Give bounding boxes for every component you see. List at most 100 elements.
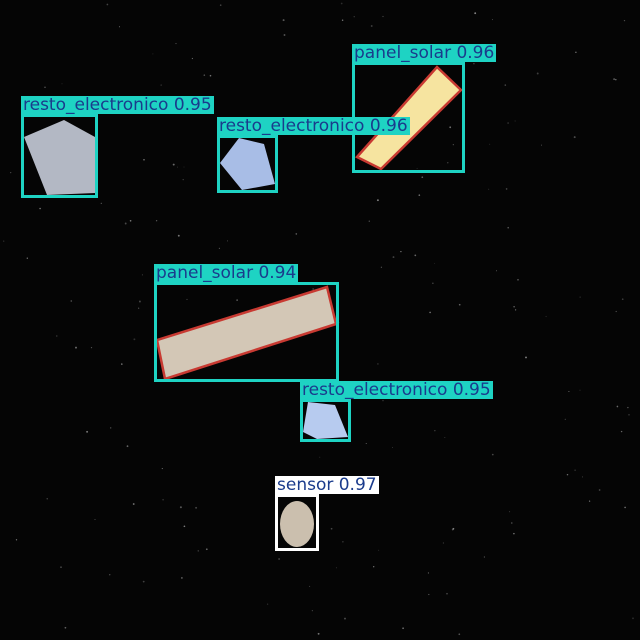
- star-dot: [177, 166, 178, 168]
- star-dot: [106, 3, 109, 6]
- star-dot: [335, 567, 337, 569]
- star-dot: [488, 188, 490, 190]
- star-dot: [44, 86, 46, 88]
- star-dot: [376, 199, 379, 202]
- star-dot: [39, 207, 41, 210]
- detection-box-resto-electronico-3[interactable]: resto_electronico 0.95: [300, 381, 493, 442]
- star-dot: [195, 506, 198, 509]
- star-dot: [155, 220, 158, 222]
- star-dot: [160, 84, 162, 86]
- star-dot: [311, 610, 313, 612]
- star-dot: [429, 311, 431, 314]
- star-dot: [152, 53, 154, 55]
- star-dot: [203, 74, 206, 76]
- star-dot: [342, 540, 344, 543]
- star-dot: [579, 389, 581, 391]
- star-dot: [428, 593, 430, 596]
- star-dot: [266, 603, 269, 605]
- detection-box-sensor[interactable]: sensor 0.97: [275, 476, 379, 551]
- star-dot: [110, 427, 112, 429]
- electronic-debris-object: [303, 402, 348, 439]
- detection-label: resto_electronico 0.96: [217, 116, 410, 136]
- star-dot: [621, 298, 624, 301]
- star-dot: [226, 240, 229, 242]
- star-dot: [452, 144, 454, 146]
- detection-label: sensor 0.97: [275, 475, 379, 495]
- star-dot: [175, 43, 177, 45]
- star-dot: [616, 405, 619, 408]
- star-dot: [509, 511, 511, 513]
- star-dot: [373, 566, 375, 568]
- detection-label: panel_solar 0.94: [154, 263, 299, 283]
- star-dot: [382, 15, 384, 18]
- star-dot: [181, 577, 183, 579]
- star-dot: [517, 279, 519, 281]
- star-dot: [514, 120, 516, 122]
- star-dot: [505, 188, 508, 190]
- star-dot: [56, 335, 58, 337]
- star-dot: [507, 122, 509, 124]
- star-dot: [370, 25, 373, 27]
- star-dot: [491, 453, 494, 456]
- star-dot: [317, 632, 320, 635]
- star-dot: [61, 83, 63, 85]
- star-dot: [624, 506, 626, 509]
- star-dot: [447, 162, 449, 164]
- star-dot: [573, 136, 576, 139]
- star-dot: [179, 506, 182, 509]
- star-dot: [582, 476, 584, 478]
- star-dot: [70, 300, 73, 302]
- detection-label: panel_solar 0.96: [352, 43, 497, 63]
- star-dot: [566, 473, 569, 476]
- star-dot: [118, 26, 121, 28]
- star-dot: [540, 144, 543, 146]
- star-dot: [452, 527, 455, 530]
- star-dot: [60, 566, 62, 568]
- star-dot: [427, 572, 429, 574]
- star-dot: [613, 78, 615, 80]
- star-dot: [368, 220, 370, 222]
- star-dot: [513, 532, 515, 535]
- star-dot: [513, 306, 515, 308]
- detection-box-panel-solar-2[interactable]: panel_solar 0.94: [154, 264, 339, 382]
- star-dot: [598, 489, 601, 491]
- detection-box-resto-electronico-1[interactable]: resto_electronico 0.95: [21, 96, 214, 198]
- star-dot: [132, 503, 135, 505]
- star-dot: [90, 347, 93, 349]
- star-dot: [434, 262, 436, 264]
- star-dot: [632, 617, 634, 620]
- sensor-object: [280, 501, 314, 547]
- star-dot: [124, 222, 127, 225]
- star-dot: [64, 626, 67, 629]
- star-dot: [449, 126, 452, 129]
- star-dot: [278, 558, 280, 560]
- star-dot: [309, 585, 311, 587]
- star-dot: [3, 240, 5, 242]
- star-dot: [615, 78, 617, 81]
- star-dot: [378, 549, 380, 551]
- detection-box-resto-electronico-2[interactable]: resto_electronico 0.96: [217, 117, 410, 193]
- star-dot: [442, 542, 444, 544]
- star-dot: [579, 296, 581, 298]
- star-dot: [133, 338, 136, 341]
- star-dot: [182, 178, 184, 181]
- star-dot: [623, 19, 626, 22]
- star-dot: [620, 430, 623, 433]
- star-dot: [615, 310, 617, 313]
- star-dot: [473, 62, 475, 65]
- star-dot: [458, 303, 461, 306]
- star-dot: [86, 430, 89, 433]
- star-dot: [414, 254, 417, 257]
- detection-label: resto_electronico 0.95: [21, 95, 214, 115]
- star-dot: [444, 436, 446, 439]
- star-dot: [564, 418, 566, 420]
- star-dot: [434, 430, 436, 432]
- star-dot: [536, 72, 539, 75]
- star-dot: [129, 219, 132, 222]
- star-dot: [511, 522, 513, 524]
- star-dot: [402, 627, 404, 630]
- star-dot: [392, 256, 395, 259]
- star-dot: [382, 399, 384, 402]
- star-dot: [432, 282, 434, 284]
